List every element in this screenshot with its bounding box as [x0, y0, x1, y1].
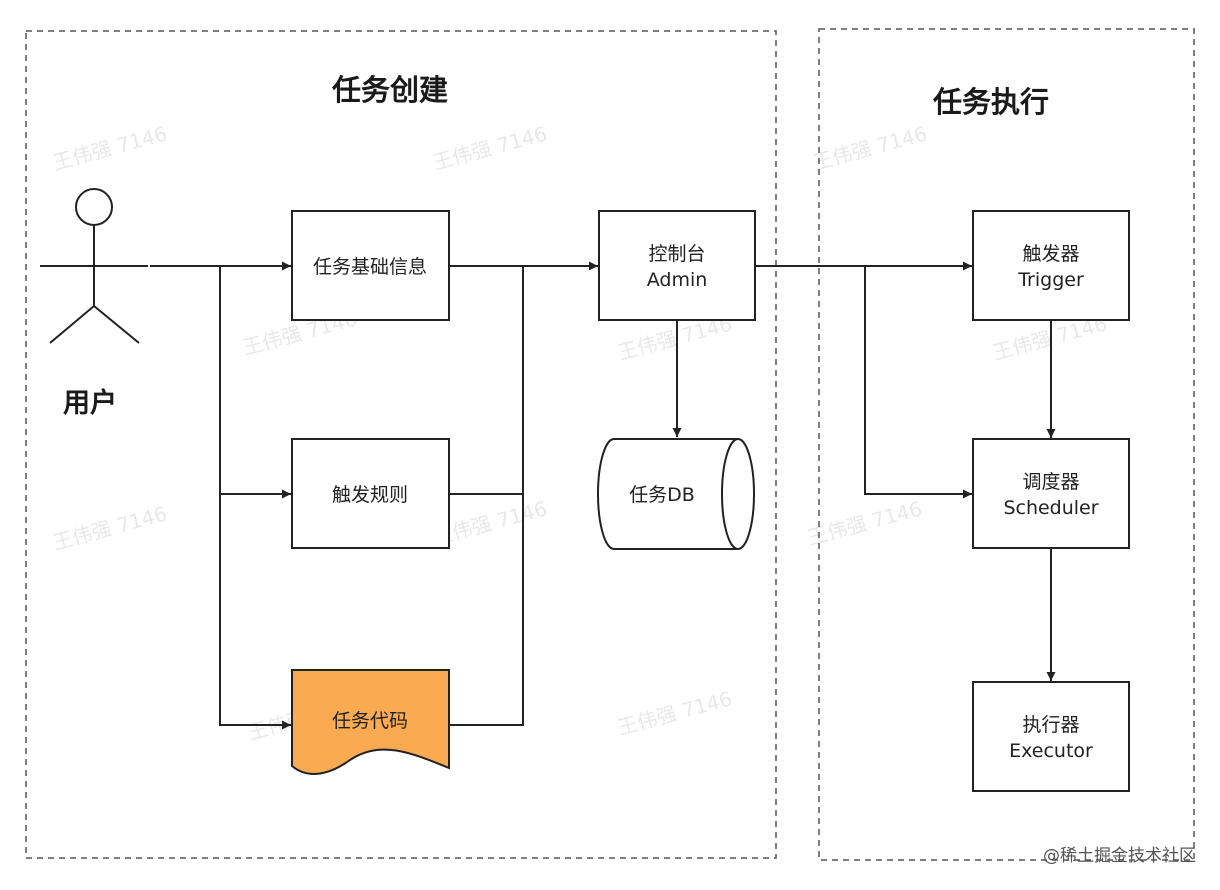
watermark-text: 王伟强 7146	[430, 121, 549, 175]
node-admin-box	[598, 210, 756, 321]
node-trigger-label-en: Trigger	[1017, 269, 1084, 291]
edge-user-to-task-code	[219, 266, 291, 730]
node-executor-label-zh: 执行器	[1022, 714, 1079, 736]
node-executor[interactable]: 执行器 Executor	[972, 681, 1130, 792]
watermark-text: 王伟强 7146	[805, 496, 924, 550]
node-executor-label-en: Executor	[1009, 740, 1093, 762]
node-scheduler-label-zh: 调度器	[1022, 471, 1079, 493]
node-scheduler-label-en: Scheduler	[1003, 497, 1098, 519]
node-admin[interactable]: 控制台 Admin	[598, 210, 756, 321]
node-admin-label-zh: 控制台	[648, 243, 705, 265]
node-basic-info-box	[291, 210, 450, 321]
edge-task-code-to-bus	[449, 266, 524, 726]
connectors	[150, 261, 1056, 730]
node-task-db-label: 任务DB	[629, 484, 695, 506]
node-task-code-shape	[291, 669, 450, 775]
node-trigger-box	[972, 210, 1130, 321]
node-task-db[interactable]: 任务DB	[597, 438, 755, 550]
actor-left-leg	[49, 305, 95, 344]
node-task-code-label: 任务代码	[332, 710, 408, 732]
watermark-text: 王伟强 7146	[615, 686, 734, 740]
actor-right-leg	[93, 305, 140, 344]
watermark-text: 王伟强 7146	[810, 121, 929, 175]
node-basic-info[interactable]: 任务基础信息	[291, 210, 450, 321]
node-trigger-rule-box	[291, 438, 450, 549]
node-admin-label-en: Admin	[647, 269, 708, 291]
node-trigger-rule-label: 触发规则	[332, 484, 408, 506]
node-trigger-label-zh: 触发器	[1022, 243, 1079, 265]
node-trigger[interactable]: 触发器 Trigger	[972, 210, 1130, 321]
node-executor-box	[972, 681, 1130, 792]
group-title-task-creation: 任务创建	[331, 73, 448, 107]
actor-head	[75, 188, 113, 226]
group-task-creation	[25, 30, 777, 859]
group-task-execution	[818, 28, 1195, 861]
site-credit: @稀土掘金技术社区	[1043, 846, 1196, 866]
watermark-text: 王伟强 7146	[50, 501, 169, 555]
user-actor[interactable]	[40, 188, 148, 344]
node-task-code[interactable]: 任务代码	[291, 669, 450, 775]
node-basic-info-label: 任务基础信息	[313, 256, 427, 278]
node-scheduler[interactable]: 调度器 Scheduler	[972, 438, 1130, 549]
node-trigger-rule[interactable]: 触发规则	[291, 438, 450, 549]
edge-admin-to-scheduler	[864, 266, 972, 499]
node-scheduler-box	[972, 438, 1130, 549]
watermark-layer: 王伟强 7146 王伟强 7146 王伟强 7146 王伟强 7146 王伟强 …	[50, 121, 1109, 745]
actor-label: 用户	[63, 387, 117, 419]
watermark-text: 王伟强 7146	[50, 121, 169, 175]
node-task-db-end	[721, 438, 739, 550]
group-title-task-execution: 任务执行	[932, 85, 1049, 119]
